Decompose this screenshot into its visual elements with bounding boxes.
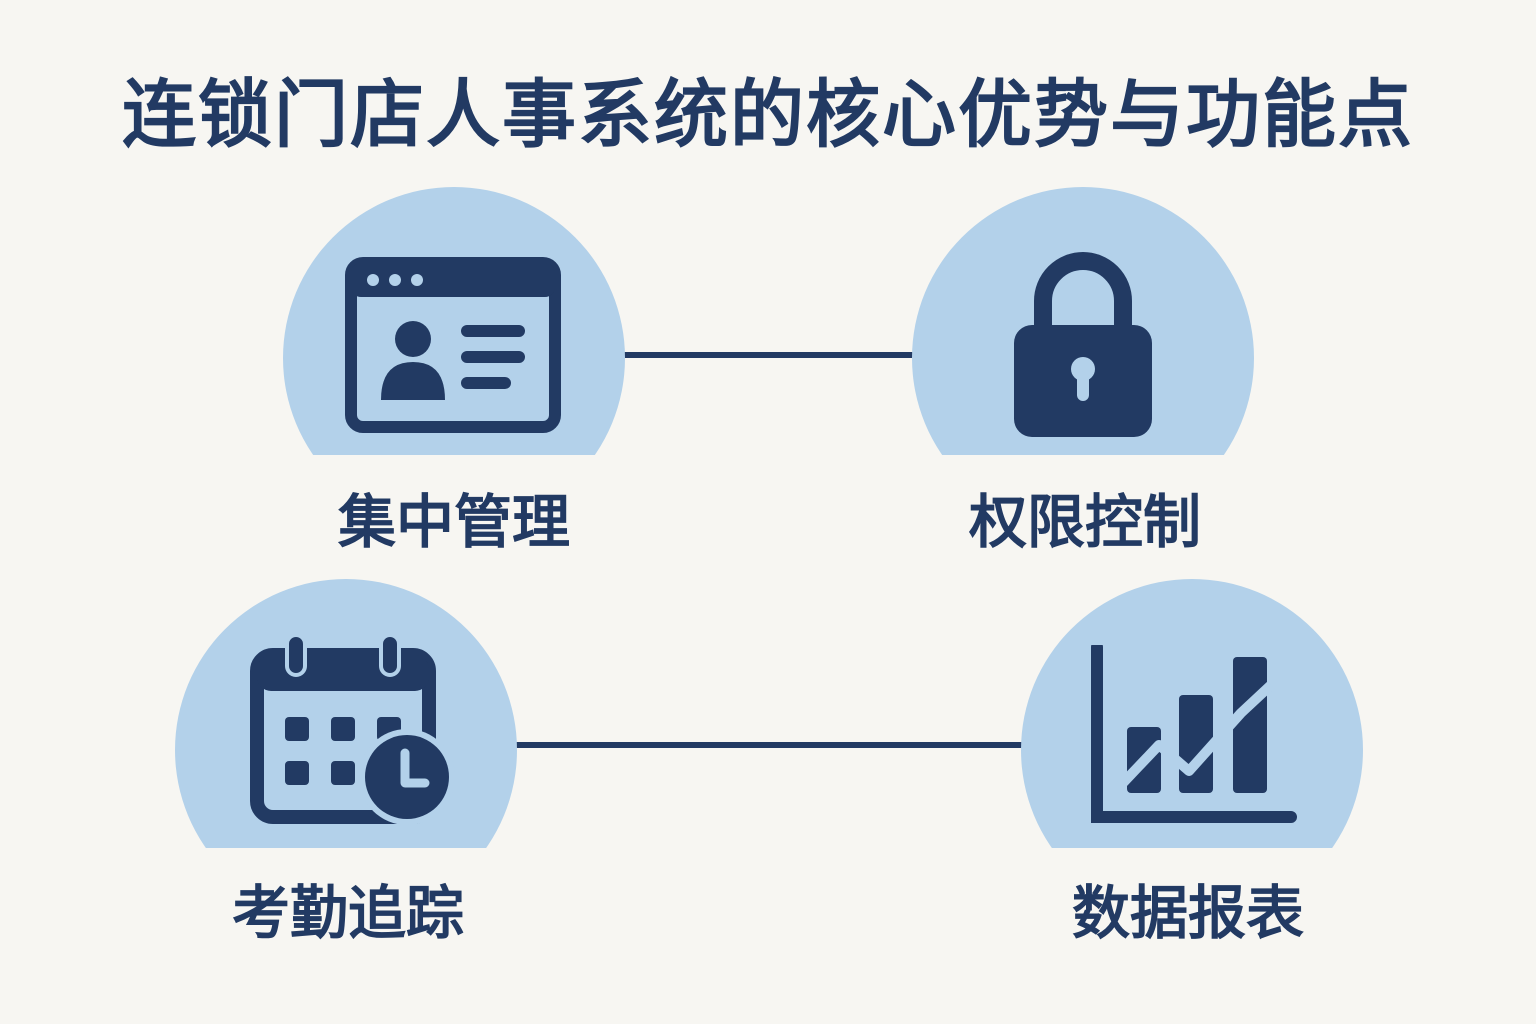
- bar-chart-icon: [1091, 645, 1297, 823]
- feature-circle: [283, 187, 625, 455]
- profile-window-icon: [345, 257, 561, 433]
- connector-line-top: [622, 352, 914, 358]
- lock-icon: [1014, 252, 1152, 437]
- feature-label: 数据报表: [1071, 879, 1304, 947]
- feature-label: 集中管理: [337, 488, 570, 556]
- feature-attendance-tracking: [175, 579, 517, 848]
- feature-circle: [175, 579, 517, 848]
- calendar-clock-icon: [250, 633, 455, 825]
- page-title: 连锁门店人事系统的核心优势与功能点: [122, 72, 1414, 158]
- feature-label: 考勤追踪: [231, 879, 464, 947]
- feature-permission-control: [912, 187, 1254, 455]
- feature-centralized-management: [283, 187, 625, 455]
- feature-label: 权限控制: [968, 488, 1201, 556]
- feature-data-reports: [1021, 579, 1363, 848]
- connector-line-bottom: [512, 742, 1024, 748]
